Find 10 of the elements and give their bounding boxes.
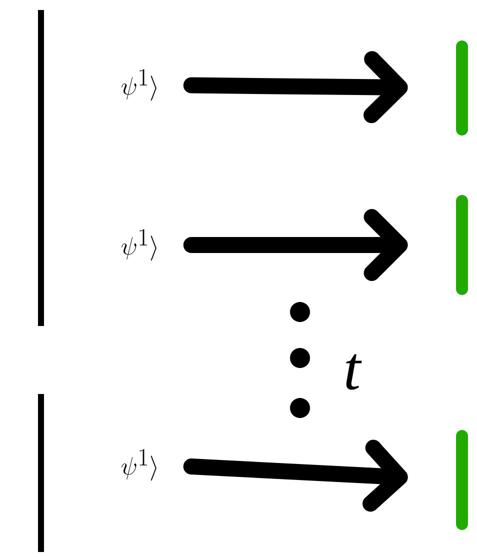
bar-marker — [456, 195, 468, 295]
time-label: t — [346, 354, 362, 390]
ket-label: $\psi^{1}\rangle$ — [122, 448, 156, 481]
bar-marker — [456, 40, 468, 136]
ket-label: $\psi^{1}\rangle$ — [122, 68, 156, 101]
arrow — [183, 51, 408, 124]
arrow — [183, 440, 408, 512]
bar-marker — [456, 430, 468, 530]
arrow — [183, 209, 408, 281]
ket-label: $\psi^{1}\rangle$ — [122, 228, 156, 261]
